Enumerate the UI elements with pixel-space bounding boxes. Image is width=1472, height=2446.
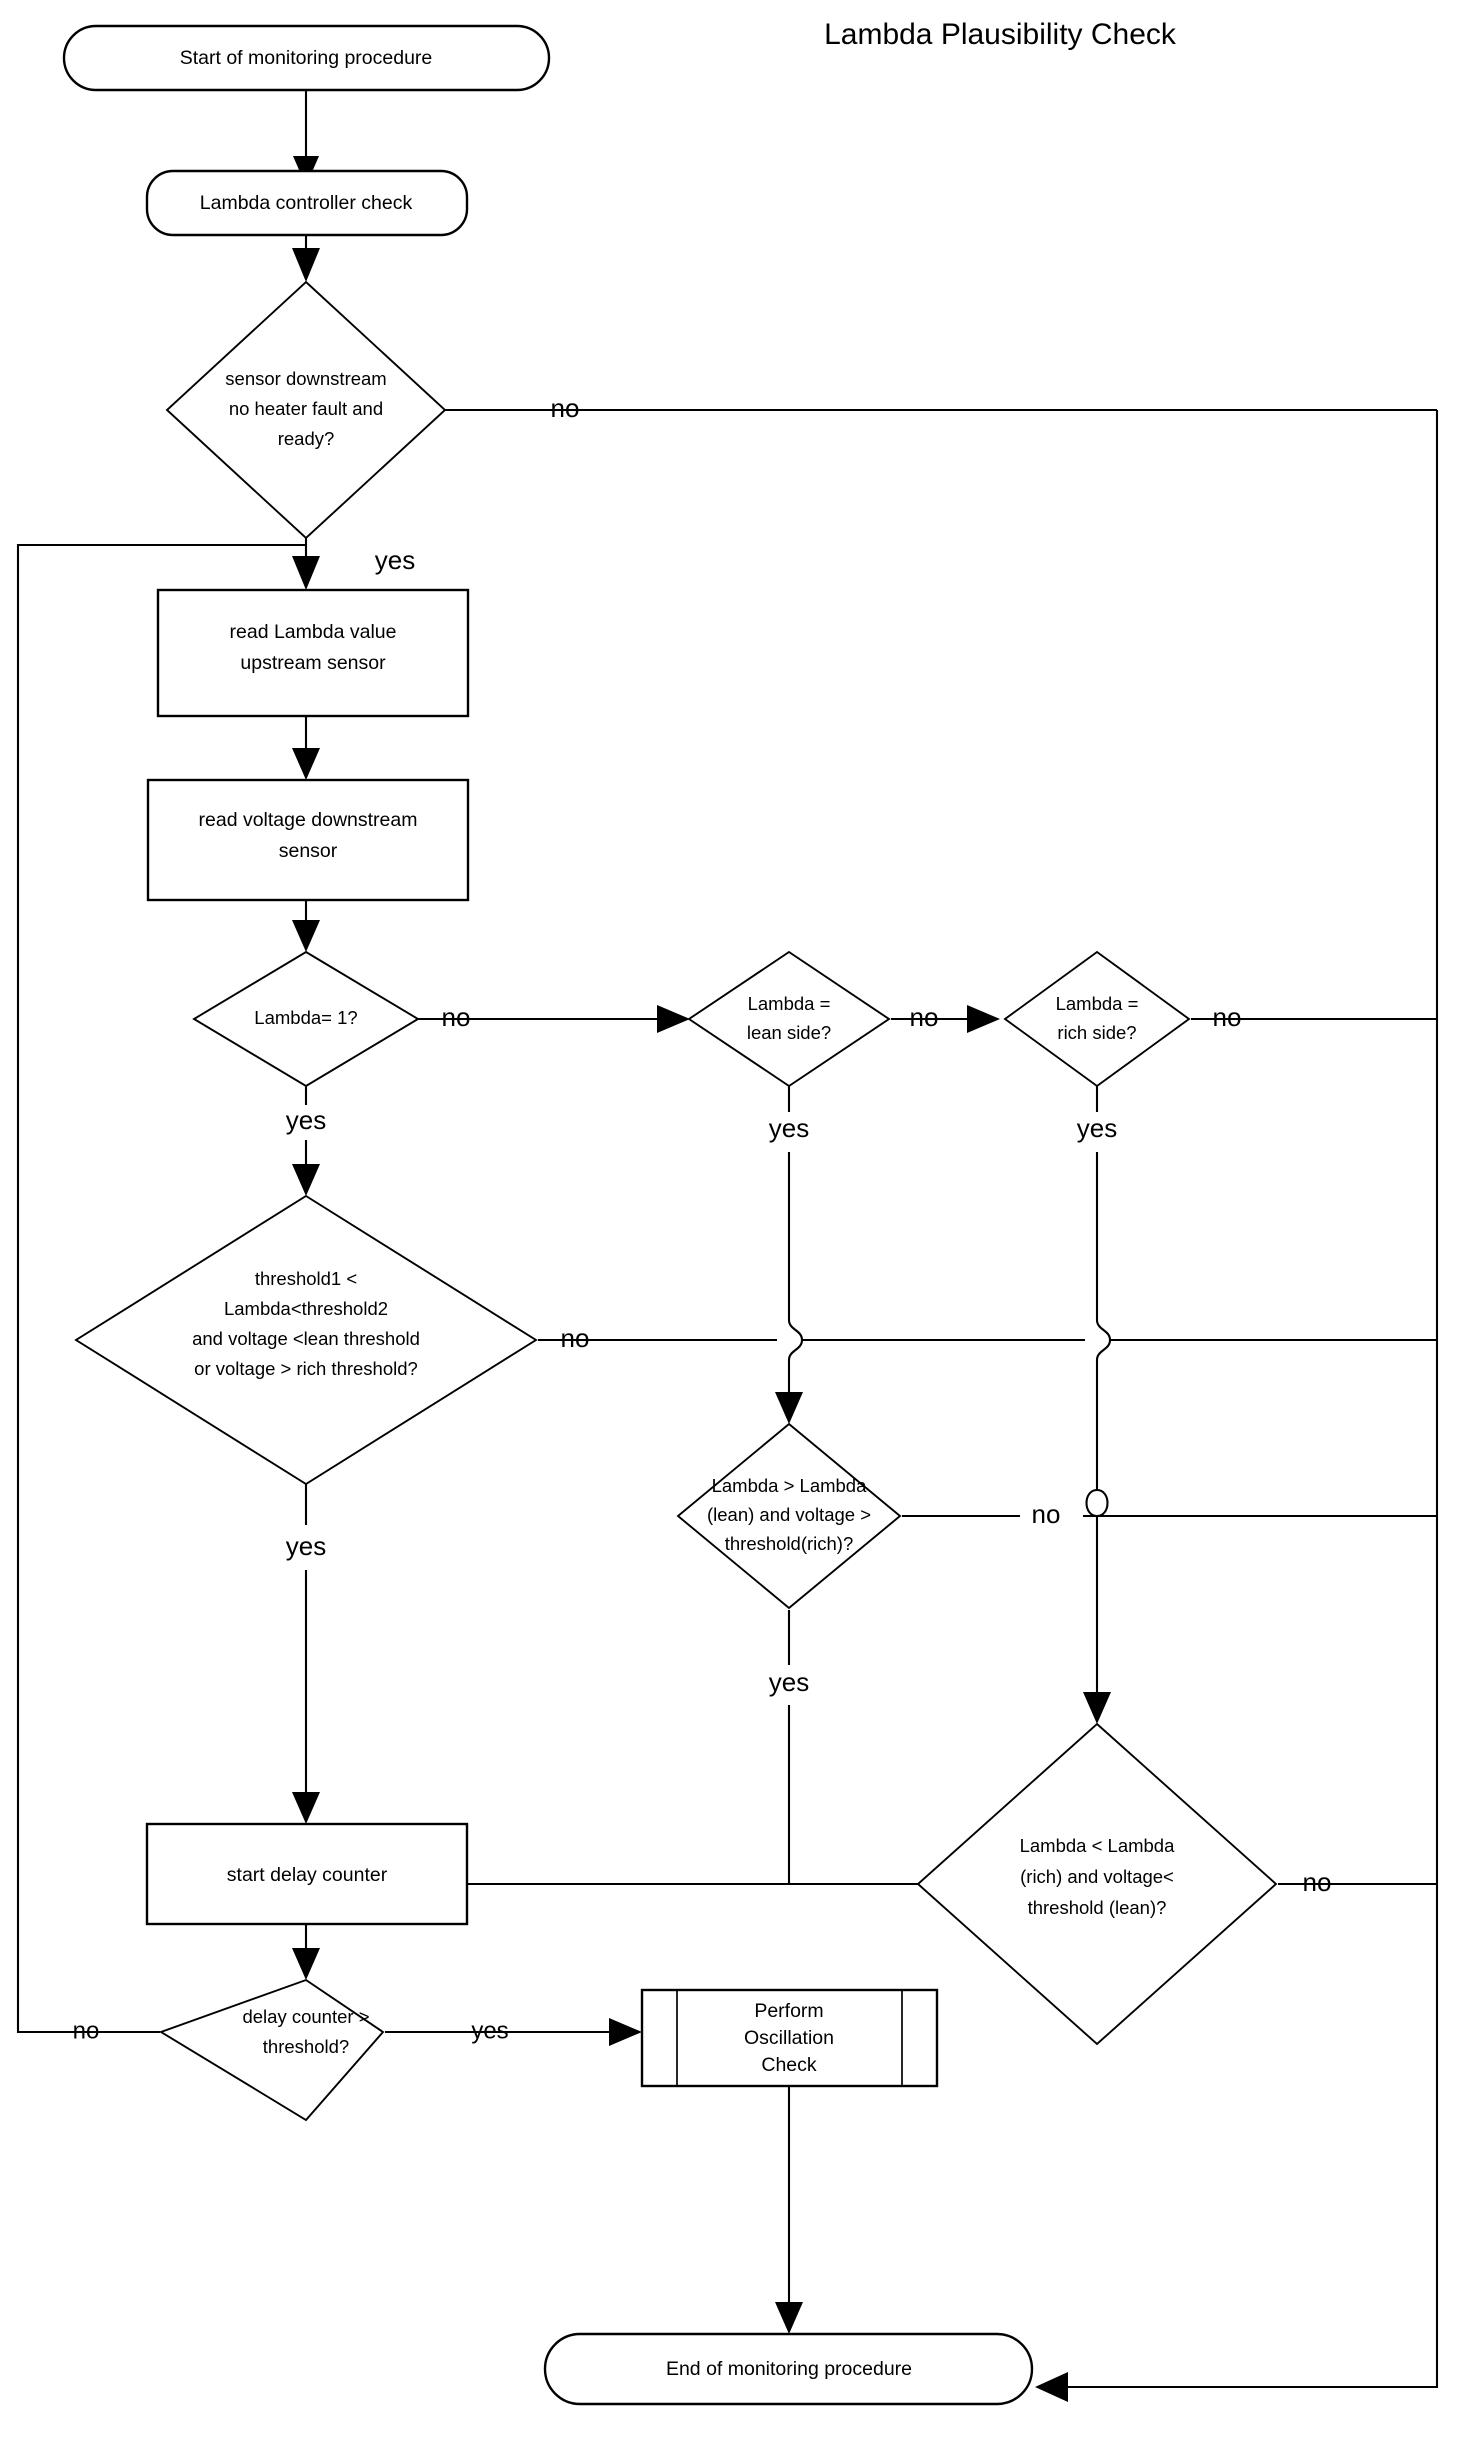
lambda-lean-side-line1: Lambda =	[748, 993, 831, 1014]
edge-label-leanside-no: no	[910, 1002, 939, 1032]
arrowhead-oscillation-to-end	[775, 2302, 803, 2334]
edge-label-delaycounter-yes: yes	[471, 2017, 508, 2044]
start-delay-counter-shape	[145, 1822, 469, 1926]
edge-label-leancheck-no: no	[1032, 1499, 1061, 1529]
edge-label-sensorready-no: no	[551, 393, 580, 423]
node-start[interactable]: Start of monitoring procedure	[62, 24, 551, 92]
arrowhead-delaycounter-yes	[609, 2018, 642, 2046]
edge-label-richside-yes: yes	[1077, 1113, 1117, 1143]
threshold-window-line3: and voltage <lean threshold	[192, 1328, 420, 1349]
node-threshold-window[interactable]: threshold1 < Lambda<threshold2 and volta…	[74, 1194, 538, 1486]
lean-check-line1: Lambda > Lambda	[712, 1475, 868, 1496]
delay-counter-diamond	[158, 1978, 385, 2122]
rich-check-line3: threshold (lean)?	[1028, 1897, 1167, 1918]
read-voltage-downstream-line2: sensor	[279, 840, 338, 862]
sensor-ready-diamond	[165, 280, 447, 540]
sensor-ready-line2: no heater fault and	[229, 398, 383, 419]
node-read-lambda-upstream[interactable]: read Lambda value upstream sensor	[156, 588, 470, 718]
threshold-window-line1: threshold1 <	[255, 1268, 357, 1289]
lambda-lean-side-diamond	[687, 950, 891, 1088]
start-delay-counter-label: start delay counter	[227, 1864, 388, 1886]
oscillation-check-shape	[640, 1988, 939, 2088]
edge-leanside-yes-hop	[787, 1319, 804, 1400]
read-lambda-upstream-line2: upstream sensor	[240, 652, 386, 674]
node-lambda-lean-side[interactable]: Lambda = lean side?	[687, 950, 891, 1088]
read-lambda-upstream-line1: read Lambda value	[230, 621, 397, 643]
lambda-eq-1-line1: Lambda= 1?	[254, 1007, 357, 1028]
read-voltage-downstream-line1: read voltage downstream	[199, 809, 418, 831]
node-lean-check[interactable]: Lambda > Lambda (lean) and voltage > thr…	[676, 1422, 902, 1610]
arrowhead-leanside-no	[967, 1005, 1000, 1033]
sensor-ready-line3: ready?	[278, 428, 335, 449]
edge-label-thresholdwindow-no: no	[561, 1323, 590, 1353]
start-label: Start of monitoring procedure	[180, 47, 433, 69]
node-lambda-rich-side[interactable]: Lambda = rich side?	[1003, 950, 1191, 1088]
edge-label-leancheck-yes: yes	[769, 1667, 809, 1697]
node-perform-oscillation-check[interactable]: Perform Oscillation Check	[640, 1988, 939, 2088]
edge-richside-yes-hop1	[1095, 1319, 1112, 1490]
lambda-rich-side-diamond	[1003, 950, 1191, 1088]
oscillation-check-line3: Check	[761, 2054, 817, 2076]
lean-check-diamond	[676, 1422, 902, 1610]
edge-label-delaycounter-no: no	[73, 2017, 100, 2044]
node-sensor-ready[interactable]: sensor downstream no heater fault and re…	[165, 280, 447, 540]
rich-check-line1: Lambda < Lambda	[1020, 1835, 1176, 1856]
edge-label-lambdaeq1-yes: yes	[286, 1105, 326, 1135]
controller-check-label: Lambda controller check	[200, 192, 413, 214]
node-end[interactable]: End of monitoring procedure	[543, 2332, 1034, 2406]
node-read-voltage-downstream[interactable]: read voltage downstream sensor	[146, 778, 470, 902]
threshold-window-line2: Lambda<threshold2	[224, 1298, 388, 1319]
lambda-lean-side-line2: lean side?	[747, 1022, 831, 1043]
node-start-delay-counter[interactable]: start delay counter	[145, 1822, 469, 1926]
controller-check-shape	[145, 169, 469, 237]
arrowhead-lambdaeq1-no	[657, 1005, 690, 1033]
oscillation-check-line1: Perform	[754, 2000, 823, 2022]
arrowhead-lambdaeq1-yes	[292, 1164, 320, 1196]
arrowhead-delaycounter-to-decision	[292, 1948, 320, 1980]
arrowhead-controller-to-sensor	[292, 248, 320, 282]
arrowhead-thresholdwindow-yes	[292, 1792, 320, 1824]
lean-check-line2: (lean) and voltage >	[707, 1504, 871, 1525]
lambda-rich-side-line2: rich side?	[1057, 1022, 1136, 1043]
node-lambda-controller-check[interactable]: Lambda controller check	[145, 169, 469, 237]
lambda-eq-1-diamond	[192, 950, 420, 1088]
end-terminator-shape	[543, 2332, 1034, 2406]
lean-check-line3: threshold(rich)?	[725, 1533, 854, 1554]
edge-loopback-left	[16, 543, 306, 2034]
threshold-window-line4: or voltage > rich threshold?	[194, 1358, 418, 1379]
delay-counter-line1: delay counter >	[242, 2006, 369, 2027]
edge-label-sensorready-yes: yes	[375, 545, 415, 575]
arrowhead-readvoltage-to-lambdaeq1	[292, 920, 320, 952]
arrowhead-right-trunk-to-end	[1035, 2372, 1068, 2402]
diagram-title: Lambda Plausibility Check	[824, 18, 1177, 51]
node-lambda-eq-1[interactable]: Lambda= 1?	[192, 950, 420, 1088]
edge-label-leanside-yes: yes	[769, 1113, 809, 1143]
rich-check-diamond	[916, 1722, 1278, 2046]
node-rich-check[interactable]: Lambda < Lambda (rich) and voltage< thre…	[916, 1722, 1278, 2046]
sensor-ready-line1: sensor downstream	[225, 368, 386, 389]
rich-check-line2: (rich) and voltage<	[1020, 1866, 1174, 1887]
edge-label-lambdaeq1-no: no	[442, 1002, 471, 1032]
oscillation-check-line2: Oscillation	[744, 2027, 834, 2049]
read-voltage-downstream-shape	[146, 778, 470, 902]
edge-label-richcheck-no: no	[1303, 1867, 1332, 1897]
arrowhead-readlambda-to-readvoltage	[292, 748, 320, 780]
read-lambda-upstream-shape	[156, 588, 470, 718]
node-delay-counter-decision[interactable]: delay counter > threshold?	[158, 1978, 385, 2122]
edge-label-richside-no: no	[1213, 1002, 1242, 1032]
edge-richside-yes-hop2	[1085, 1488, 1109, 1700]
edge-label-thresholdwindow-yes: yes	[286, 1531, 326, 1561]
arrowhead-leanside-yes	[775, 1392, 803, 1424]
threshold-window-diamond	[74, 1194, 538, 1486]
lambda-rich-side-line1: Lambda =	[1056, 993, 1139, 1014]
delay-counter-line2: threshold?	[263, 2036, 349, 2057]
arrowhead-richside-yes	[1083, 1692, 1111, 1724]
edge-right-trunk	[1060, 410, 1439, 2389]
end-label: End of monitoring procedure	[666, 2358, 912, 2380]
start-terminator-shape	[62, 24, 551, 92]
arrowhead-sensorready-yes	[292, 556, 320, 590]
